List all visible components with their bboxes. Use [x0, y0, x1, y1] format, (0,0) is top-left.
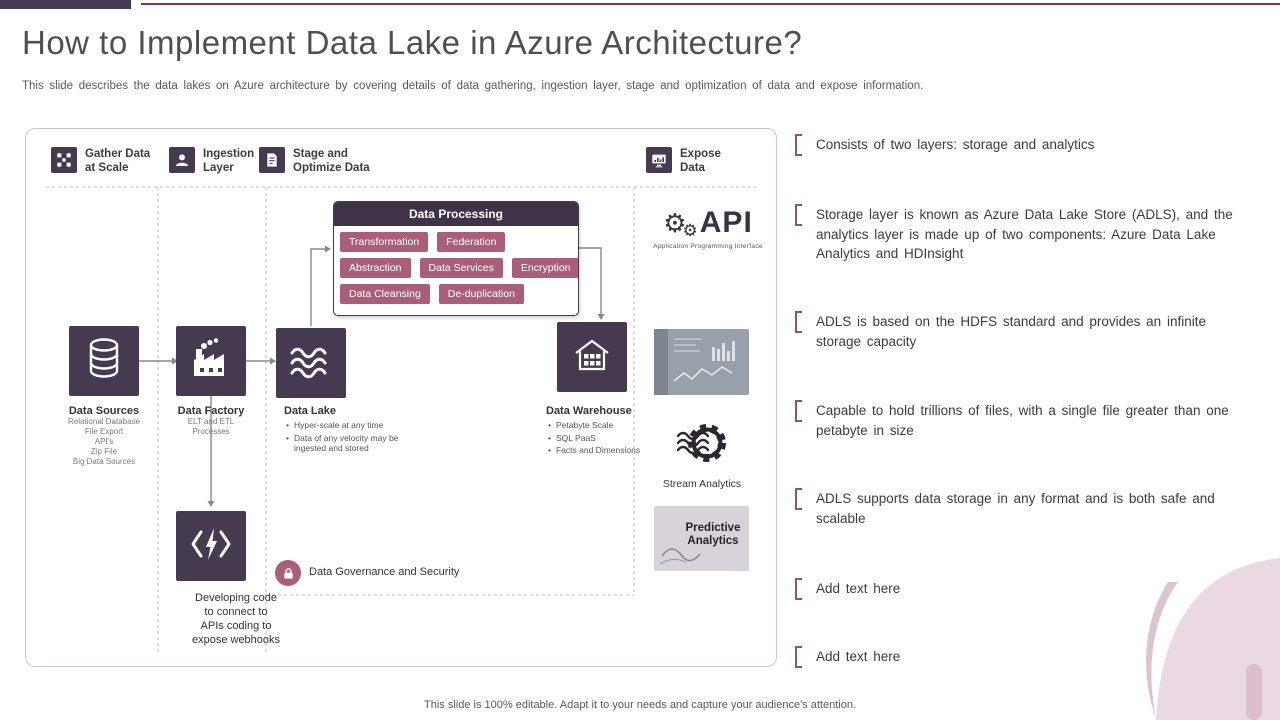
database-icon: [82, 336, 126, 387]
stage-document-icon: [259, 147, 285, 173]
note-item: Capable to hold trillions of files, with…: [795, 400, 1266, 440]
node-bullet: Petabyte Scale: [548, 420, 641, 431]
processing-tag: Encryption: [511, 258, 578, 278]
bracket-marker-icon: [795, 204, 804, 226]
note-item[interactable]: Add text here: [795, 646, 901, 668]
node-bullet: Facts and Dimensions: [548, 445, 641, 456]
stream-analytics-label: Stream Analytics: [662, 478, 742, 490]
data-processing-title: Data Processing: [334, 202, 578, 226]
ingestion-icon: [169, 147, 195, 173]
node-detail: Relational Database: [67, 417, 141, 426]
dashboard-image: [654, 329, 749, 400]
note-item: Consists of two layers: storage and anal…: [795, 134, 1266, 156]
note-item: ADLS is based on the HDFS standard and p…: [795, 311, 1236, 351]
stage-label: Ingestion Layer: [203, 148, 255, 174]
processing-tag: Transformation: [340, 232, 429, 252]
stream-analytics-icon: [642, 417, 762, 474]
bracket-marker-icon: [795, 311, 804, 333]
data-warehouse-label: Data Warehouse Petabyte Scale SQL PaaS F…: [546, 405, 656, 458]
gear-icon: ⚙: [663, 208, 687, 238]
node-bullet: Hyper-scale at any time: [286, 420, 412, 431]
stage-label: Expose Data: [680, 148, 721, 174]
data-sources-node: [69, 326, 139, 396]
stage-optimize-data: Stage and Optimize Data: [259, 147, 370, 175]
data-lake-label: Data Lake Hyper-scale at any time Data o…: [284, 405, 414, 456]
node-detail: ELT and ETL: [187, 417, 235, 426]
gear-icon: ⚙: [682, 220, 698, 240]
developer-code-node: [176, 511, 246, 581]
page-subtitle: This slide describes the data lakes on A…: [22, 80, 924, 92]
data-lake-node: [276, 328, 346, 398]
data-processing-box: Data Processing Transformation Federatio…: [333, 201, 579, 316]
page-title: How to Implement Data Lake in Azure Arch…: [22, 24, 803, 61]
code-lightning-icon: [188, 522, 234, 571]
stage-expose-data: Expose Data: [646, 147, 721, 175]
bracket-marker-icon: [795, 646, 804, 668]
developer-label: Developing code to connect to APIs codin…: [191, 592, 281, 646]
note-placeholder-text[interactable]: Add text here: [816, 649, 901, 664]
data-factory-label: Data Factory ELT and ETL Processes: [146, 405, 276, 437]
api-logo: ⚙ ⚙ API Application Programming Interfac…: [652, 206, 764, 250]
lock-icon: [275, 560, 301, 586]
note-text: Consists of two layers: storage and anal…: [816, 137, 1095, 152]
api-subtext: Application Programming Interface: [653, 243, 763, 250]
factory-icon: [189, 337, 233, 386]
data-sources-label: Data Sources Relational Database File Ex…: [34, 405, 174, 467]
node-bullet: Data of any velocity may be ingested and…: [286, 433, 412, 454]
node-detail: Zip File: [90, 447, 118, 456]
bracket-marker-icon: [795, 488, 804, 510]
node-title: Data Factory: [177, 405, 245, 417]
note-item: ADLS supports data storage in any format…: [795, 488, 1246, 528]
bracket-marker-icon: [795, 134, 804, 156]
warehouse-icon: [570, 333, 614, 382]
waves-icon: [288, 341, 334, 386]
api-text: API: [699, 206, 753, 239]
data-factory-node: [176, 326, 246, 396]
predictive-analytics-image: Predictive Analytics: [654, 506, 749, 571]
note-item[interactable]: Add text here: [795, 578, 901, 600]
node-bullet: SQL PaaS: [548, 433, 641, 444]
top-left-bar: [0, 0, 131, 9]
node-detail: File Export: [84, 427, 124, 436]
expose-data-icon: [646, 147, 672, 173]
architecture-diagram: Gather Data at Scale Ingestion Layer Sta…: [25, 128, 777, 667]
node-title: Data Warehouse: [546, 405, 632, 417]
stage-label: Gather Data at Scale: [85, 148, 151, 174]
top-accent-line: [141, 3, 1280, 5]
node-detail: Processes: [192, 427, 230, 436]
note-text: Capable to hold trillions of files, with…: [816, 403, 1229, 438]
data-warehouse-node: [557, 322, 627, 392]
processing-tag: Federation: [437, 232, 506, 252]
note-item: Storage layer is known as Azure Data Lak…: [795, 204, 1266, 264]
gather-data-icon: [51, 147, 77, 173]
node-detail: API's: [94, 437, 114, 446]
bracket-marker-icon: [795, 400, 804, 422]
governance-label: Data Governance and Security: [309, 566, 460, 578]
footer-note: This slide is 100% editable. Adapt it to…: [424, 699, 856, 711]
stage-gather-data: Gather Data at Scale: [51, 147, 150, 175]
note-text: Storage layer is known as Azure Data Lak…: [816, 207, 1233, 261]
note-text: ADLS supports data storage in any format…: [816, 491, 1215, 526]
stage-ingestion-layer: Ingestion Layer: [169, 147, 254, 175]
processing-tag: Data Cleansing: [340, 284, 430, 304]
bracket-marker-icon: [795, 578, 804, 600]
note-text: ADLS is based on the HDFS standard and p…: [816, 314, 1206, 349]
processing-tag: Data Services: [419, 258, 503, 278]
stage-label: Stage and Optimize Data: [293, 148, 370, 174]
node-title: Data Sources: [68, 405, 140, 417]
processing-tag: De-duplication: [438, 284, 524, 304]
note-placeholder-text[interactable]: Add text here: [816, 581, 901, 596]
node-title: Data Lake: [284, 405, 336, 417]
node-detail: Big Data Sources: [72, 457, 136, 466]
predictive-analytics-label: Predictive Analytics: [685, 522, 741, 547]
processing-tag: Abstraction: [340, 258, 411, 278]
corner-blob-decoration: [1146, 558, 1280, 720]
